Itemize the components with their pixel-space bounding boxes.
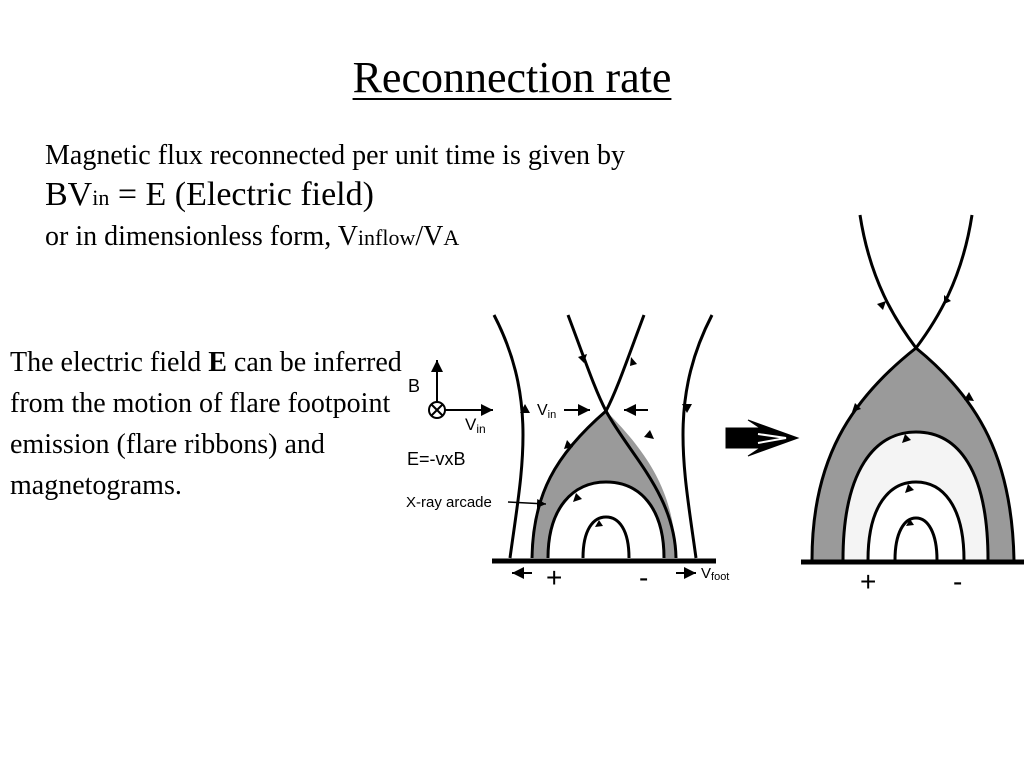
plus-label-left: + <box>546 562 562 593</box>
left-inner-white <box>548 482 664 558</box>
left-outer-field-line-right <box>681 314 714 559</box>
field-direction-arrow <box>852 403 861 412</box>
field-direction-arrow <box>877 301 886 310</box>
xray-arcade-pointer <box>507 499 547 509</box>
vin-axis-label: Vin <box>465 415 486 436</box>
field-direction-arrow <box>578 354 587 363</box>
right-inner-white <box>868 482 964 560</box>
minus-label-right: - <box>953 566 962 597</box>
field-direction-arrow <box>902 434 911 443</box>
intro-text: Magnetic flux reconnected per unit time … <box>45 138 625 256</box>
right-loop-inner <box>893 516 939 561</box>
intro-line-3: or in dimensionless form, Vinflow/VA <box>45 221 460 252</box>
field-direction-arrow <box>564 440 573 449</box>
into-page-icon <box>428 401 446 419</box>
minus-label-left: - <box>639 562 648 593</box>
field-direction-arrow <box>906 519 914 526</box>
field-direction-arrow <box>644 430 654 439</box>
field-direction-arrow <box>682 404 692 413</box>
right-x-line-1 <box>858 214 1016 561</box>
left-x-line-2 <box>530 314 646 559</box>
field-direction-arrow <box>595 520 603 527</box>
plus-label-right: + <box>860 566 876 597</box>
right-x-line-2 <box>810 214 974 561</box>
right-loop-middle <box>866 480 966 561</box>
right-loop-outer <box>841 430 990 561</box>
vin-label: Vin <box>537 402 556 421</box>
field-direction-arrow <box>944 295 951 304</box>
intro-line-1: Magnetic flux reconnected per unit time … <box>45 140 626 171</box>
transition-arrow-highlight <box>757 433 787 444</box>
slide-title: Reconnection rate <box>352 53 672 102</box>
explanation-text: The electric field E can be inferred fro… <box>10 347 402 501</box>
equation-label: E=-vxB <box>407 449 466 469</box>
intro-line-2: BVin = E (Electric field) <box>45 176 374 213</box>
transition-arrow <box>725 419 800 457</box>
left-loop-inner <box>581 515 631 559</box>
field-direction-arrow <box>964 392 974 401</box>
field-direction-arrow <box>630 357 637 366</box>
xray-arcade-label: X-ray arcade <box>406 494 492 511</box>
left-loop-middle <box>546 480 666 559</box>
left-outer-field-line-left <box>492 314 525 559</box>
field-direction-arrow <box>905 484 914 493</box>
field-direction-arrow <box>573 493 582 502</box>
field-direction-arrow <box>520 404 530 413</box>
b-label: B <box>408 376 420 396</box>
vfoot-label: Vfoot <box>701 565 729 583</box>
